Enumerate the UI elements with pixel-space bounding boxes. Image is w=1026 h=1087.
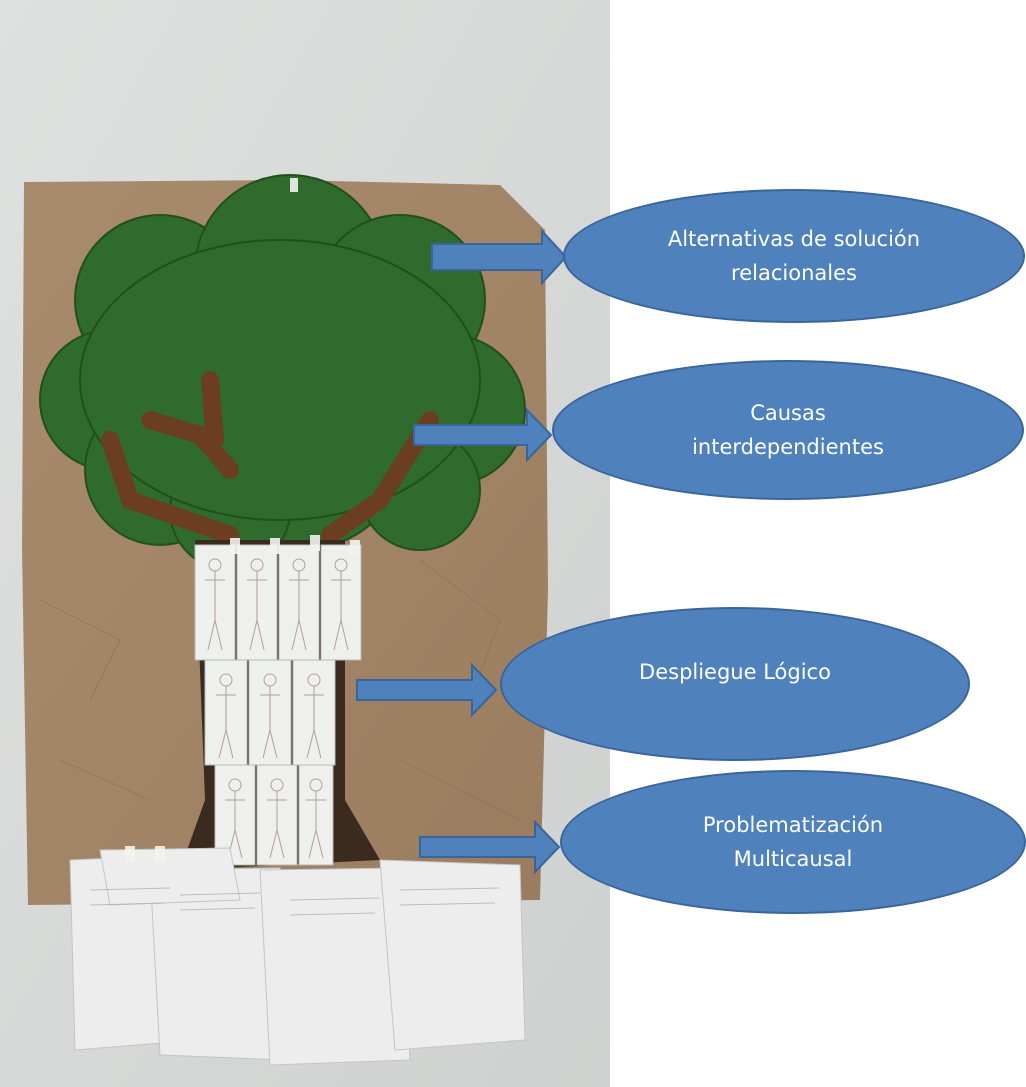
tree-branches xyxy=(101,371,439,544)
tape-pieces xyxy=(125,178,360,862)
label-problem: Problematización Multicausal xyxy=(560,770,1026,914)
tree-photo xyxy=(0,0,610,1087)
label-solutions: Alternativas de solución relacionales xyxy=(563,189,1025,323)
arrow-1 xyxy=(431,228,568,286)
label-unfolding-text: Despliegue Lógico xyxy=(639,660,831,684)
body-map-sheets xyxy=(194,544,362,866)
label-causes: Causas interdependientes xyxy=(552,360,1024,500)
label-causes-text: Causas interdependientes xyxy=(692,401,884,459)
label-solutions-text: Alternativas de solución relacionales xyxy=(667,227,921,285)
arrow-4 xyxy=(419,819,561,875)
body-sketches xyxy=(205,558,351,859)
arrow-2 xyxy=(413,407,553,463)
root-papers xyxy=(69,847,526,1066)
label-problem-text: Problematización Multicausal xyxy=(702,813,884,871)
label-unfolding: Despliegue Lógico xyxy=(500,607,970,761)
root-text-lines xyxy=(89,887,501,916)
arrow-3 xyxy=(356,662,498,718)
